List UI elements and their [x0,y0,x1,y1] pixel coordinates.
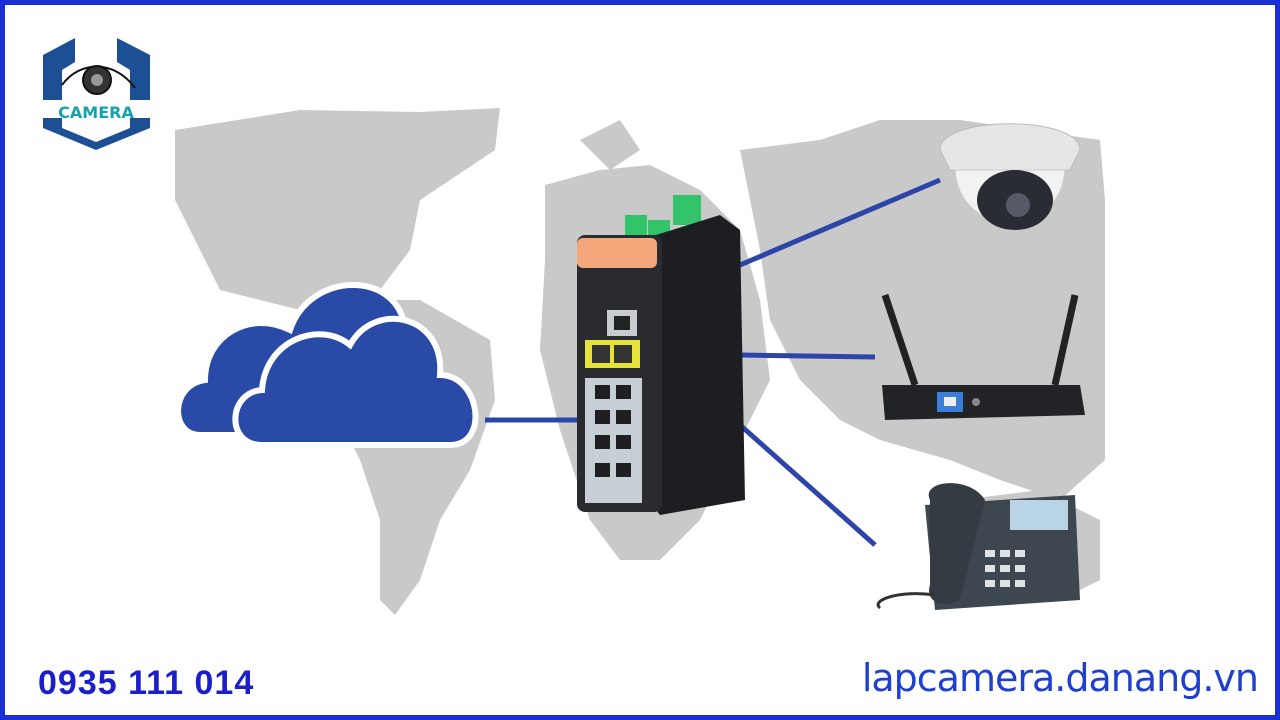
ip-phone [876,483,1080,610]
brand-label [577,238,657,268]
wifi-router [881,293,1085,420]
network-switch [577,195,745,515]
logo-text: CAMERA [58,103,134,122]
link-switch-phone [738,423,877,547]
connection-lines [485,177,941,547]
phone-number: 0935 111 014 [38,664,255,702]
link-switch-router [739,352,876,360]
link-switch-camera [739,177,941,268]
website-link[interactable]: lapcamera.danang.vn [861,656,1259,700]
logo: CAMERA [43,38,150,150]
dome-camera [939,123,1081,230]
terminal-block [625,215,647,239]
antenna [1051,294,1079,386]
cloud-icon [175,282,479,448]
antenna [881,293,919,387]
phone-cord [876,592,936,610]
terminal-block [673,195,701,225]
